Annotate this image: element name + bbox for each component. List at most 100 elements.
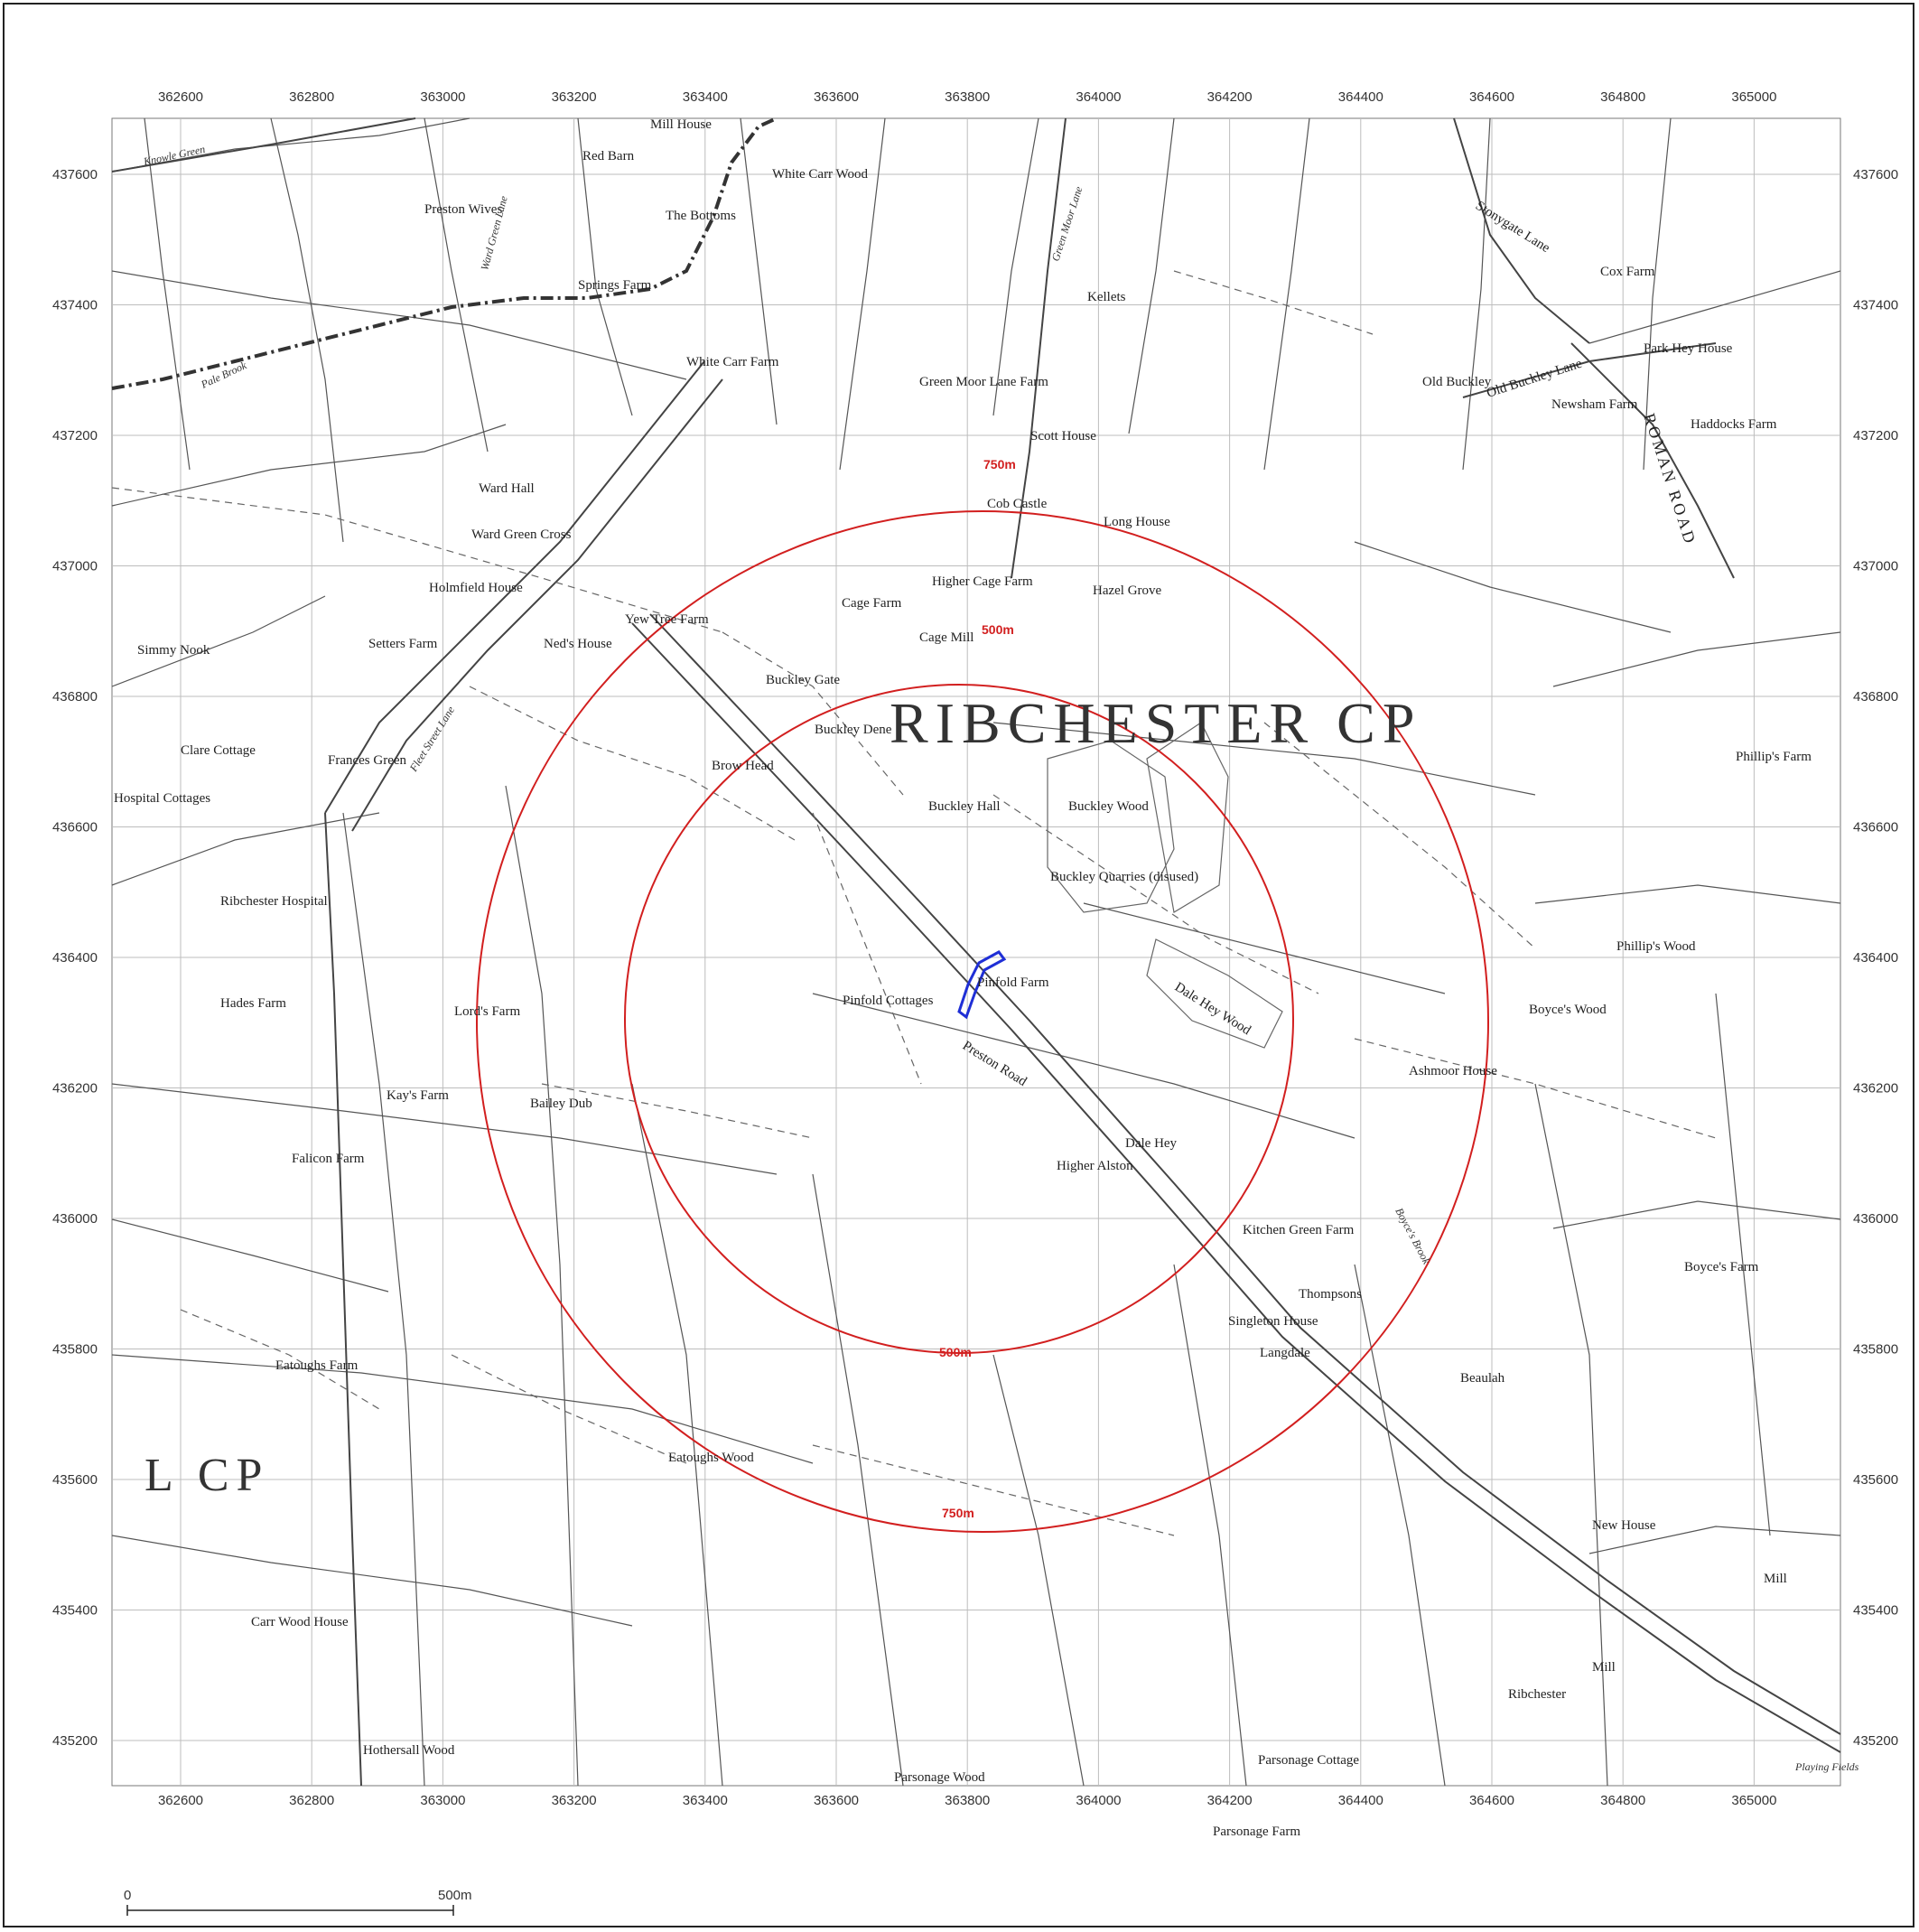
parish-label-left: L CP xyxy=(144,1450,269,1501)
place-bailey-dub: Bailey Dub xyxy=(530,1097,592,1111)
place-holmfield-house: Holmfield House xyxy=(429,581,523,595)
x-tick-label-bottom: 365000 xyxy=(1731,1793,1776,1808)
y-tick-label-left: 435200 xyxy=(52,1733,98,1749)
y-tick-label-right: 436000 xyxy=(1853,1211,1898,1227)
place-ribchester: Ribchester xyxy=(1508,1687,1566,1702)
place-cage-farm: Cage Farm xyxy=(842,596,902,611)
place-newsham-farm: Newsham Farm xyxy=(1551,397,1638,412)
y-tick-label-left: 435600 xyxy=(52,1472,98,1488)
place-old-buckley: Old Buckley xyxy=(1422,375,1492,389)
place-ribchester-hospital: Ribchester Hospital xyxy=(220,894,328,909)
place-neds-house: Ned's House xyxy=(544,637,612,651)
x-tick-label-top: 364200 xyxy=(1207,89,1253,105)
place-playing-fields: Playing Fields xyxy=(1794,1760,1859,1773)
place-springs-farm: Springs Farm xyxy=(578,278,652,293)
y-tick-label-right: 437200 xyxy=(1853,428,1898,443)
place-haddocks-farm: Haddocks Farm xyxy=(1691,417,1777,432)
x-tick-label-bottom: 363800 xyxy=(945,1793,990,1808)
y-tick-label-left: 436200 xyxy=(52,1081,98,1097)
y-tick-label-right: 436800 xyxy=(1853,689,1898,705)
site-boundary[interactable] xyxy=(957,950,1007,1020)
y-tick-label-left: 437200 xyxy=(52,428,98,443)
x-tick-label-bottom: 364000 xyxy=(1076,1793,1121,1808)
woodland xyxy=(1047,722,1283,1049)
x-tick-label-bottom: 362600 xyxy=(158,1793,203,1808)
y-tick-label-left: 437400 xyxy=(52,298,98,313)
x-tick-label-top: 364800 xyxy=(1600,89,1645,105)
site-label: Pinfold Farm xyxy=(977,975,1049,990)
place-kitchen-green-farm: Kitchen Green Farm xyxy=(1243,1223,1355,1237)
place-park-hey-house: Park Hey House xyxy=(1644,341,1733,356)
place-beaulah: Beaulah xyxy=(1460,1371,1505,1386)
y-tick-label-right: 437000 xyxy=(1853,559,1898,574)
place-parsonage-wood: Parsonage Wood xyxy=(894,1770,985,1785)
place-kays-farm: Kay's Farm xyxy=(387,1088,449,1103)
x-tick-label-top: 363400 xyxy=(683,89,728,105)
x-tick-label-top: 363200 xyxy=(552,89,597,105)
y-tick-label-right: 435600 xyxy=(1853,1472,1898,1488)
place-buckley-quarries: Buckley Quarries (disused) xyxy=(1050,870,1198,884)
x-tick-label-top: 364000 xyxy=(1076,89,1121,105)
place-ashmoor-house: Ashmoor House xyxy=(1409,1064,1497,1078)
y-tick-label-right: 436600 xyxy=(1853,820,1898,835)
place-eatoughs-farm: Eatoughs Farm xyxy=(275,1358,359,1373)
place-phillips-wood: Phillip's Wood xyxy=(1616,939,1696,954)
place-buckley-hall: Buckley Hall xyxy=(928,799,1001,814)
x-tick-label-bottom: 364600 xyxy=(1469,1793,1514,1808)
scale-start-label: 0 xyxy=(124,1888,131,1903)
y-tick-label-left: 436000 xyxy=(52,1211,98,1227)
place-scott-house: Scott House xyxy=(1030,429,1096,443)
place-langdale: Langdale xyxy=(1260,1346,1310,1360)
radius-ring-750m xyxy=(476,510,1489,1533)
place-buckley-wood: Buckley Wood xyxy=(1068,799,1149,814)
place-parsonage-cottage: Parsonage Cottage xyxy=(1258,1753,1359,1768)
x-tick-label-bottom: 363000 xyxy=(420,1793,465,1808)
place-higher-alston: Higher Alston xyxy=(1057,1159,1133,1173)
place-buckley-gate: Buckley Gate xyxy=(766,673,840,687)
x-tick-label-top: 363800 xyxy=(945,89,990,105)
place-lords-farm: Lord's Farm xyxy=(454,1004,520,1019)
y-tick-label-left: 436600 xyxy=(52,820,98,835)
y-tick-label-right: 436200 xyxy=(1853,1081,1898,1097)
place-pinfold-cottages: Pinfold Cottages xyxy=(843,994,934,1008)
scale-bar: 0 500m xyxy=(124,1888,472,1916)
place-eatoughs-wood: Eatoughs Wood xyxy=(668,1451,754,1465)
y-tick-label-right: 435200 xyxy=(1853,1733,1898,1749)
parish-label: RIBCHESTER CP xyxy=(890,691,1421,755)
place-the-bottoms: The Bottoms xyxy=(666,209,736,223)
place-hades-farm: Hades Farm xyxy=(220,996,286,1011)
x-tick-label-top: 364400 xyxy=(1338,89,1383,105)
grid-lines xyxy=(112,118,1840,1786)
y-tick-label-right: 436400 xyxy=(1853,950,1898,966)
place-buckley-dene: Buckley Dene xyxy=(815,723,892,737)
place-dale-hey: Dale Hey xyxy=(1125,1136,1178,1151)
x-tick-label-bottom: 363400 xyxy=(683,1793,728,1808)
place-mill-2: Mill xyxy=(1592,1660,1616,1675)
y-tick-label-right: 435800 xyxy=(1853,1342,1898,1358)
x-tick-label-top: 363000 xyxy=(420,89,465,105)
place-carr-wood-house: Carr Wood House xyxy=(251,1615,349,1629)
place-phillips-farm: Phillip's Farm xyxy=(1736,750,1812,764)
place-kellets: Kellets xyxy=(1087,290,1126,304)
place-long-house: Long House xyxy=(1104,515,1170,529)
place-brow-head: Brow Head xyxy=(712,759,774,773)
place-hothersall-wood: Hothersall Wood xyxy=(363,1743,455,1758)
place-preston-wives: Preston Wives xyxy=(424,202,502,217)
map-area[interactable] xyxy=(111,117,1841,1787)
place-parsonage-farm: Parsonage Farm xyxy=(1213,1825,1300,1839)
map-frame xyxy=(3,3,1914,1927)
place-simmy-nook: Simmy Nook xyxy=(137,643,210,658)
ring-outer-label-top: 750m xyxy=(983,457,1016,471)
y-tick-label-right: 437600 xyxy=(1853,167,1898,182)
field-boundaries xyxy=(111,117,1841,1787)
place-clare-cottage: Clare Cottage xyxy=(181,743,256,758)
place-white-carr-wood: White Carr Wood xyxy=(772,167,868,182)
x-tick-label-bottom: 362800 xyxy=(289,1793,334,1808)
place-white-carr-farm: White Carr Farm xyxy=(686,355,779,369)
x-tick-label-top: 362600 xyxy=(158,89,203,105)
place-cox-farm: Cox Farm xyxy=(1600,265,1655,279)
place-cob-castle: Cob Castle xyxy=(987,497,1048,511)
x-tick-label-top: 365000 xyxy=(1731,89,1776,105)
